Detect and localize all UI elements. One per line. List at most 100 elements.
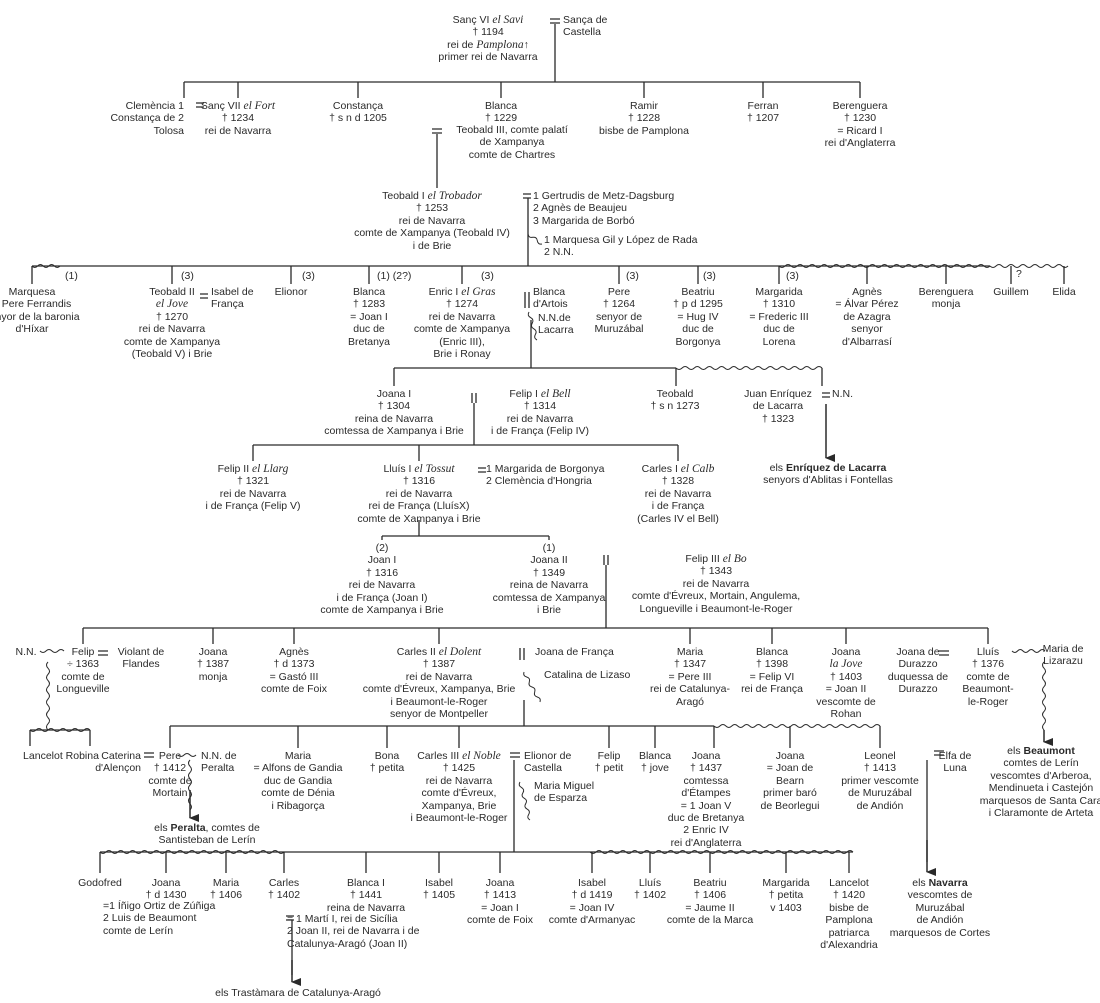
marriage-pere-caterina (144, 752, 154, 758)
text-line: comte d'Évreux, (421, 787, 497, 800)
illegitimate-line (1042, 661, 1046, 731)
text-line: Isabel (577, 877, 607, 889)
text-line: Caterina (101, 750, 141, 762)
text-line: Rohan (830, 708, 862, 721)
text-line: rei d'Anglaterra (824, 137, 896, 150)
text-line: Catalunya-Aragó (Joan II) (287, 937, 408, 950)
text-line: Teobald (656, 388, 694, 400)
text-line: Blanca (755, 646, 789, 658)
text-line: † 1402 (633, 889, 667, 902)
text-line: = 1 Joan V (680, 799, 732, 812)
marriage-joana1-felip1 (471, 393, 477, 403)
text-line: v 1403 (770, 901, 802, 914)
text-line: Castella (524, 762, 562, 775)
person-lluis1402: Lluís† 1402 (634, 877, 666, 902)
text-line: duc de (353, 323, 385, 336)
person-nn-felip: N.N. (16, 646, 37, 658)
text-line: Beaumont- (962, 683, 1014, 696)
text-line: el Jove (155, 298, 189, 311)
marker-guillem: ? (1016, 268, 1022, 280)
text-line: comte de Dénia (261, 787, 335, 800)
marriage-sanc6-sanca (550, 18, 560, 24)
text-line: † 1304 (377, 400, 411, 413)
text-line: † 1229 (484, 112, 518, 125)
text-line: comte de (61, 670, 105, 683)
text-line: Pamplona (825, 914, 873, 927)
text-line: Joana (691, 750, 721, 762)
text-line: † 1402 (267, 889, 301, 902)
text-line: Beatriu (693, 877, 727, 889)
text-line: rei de Navarra (398, 214, 466, 227)
text-line: 3 Margarida de Borbó (533, 214, 635, 227)
text-line: d'Híxar (15, 323, 49, 336)
illegitimate-line (188, 759, 192, 811)
illegitimate-line (778, 264, 991, 268)
text-line: senyor (851, 323, 883, 336)
person-maria1406: Maria† 1406 (210, 877, 242, 902)
illegitimate-lines (29, 233, 1069, 854)
marker-pere1264: (3) (626, 270, 639, 282)
text-line: senyors d'Ablitas i Fontellas (763, 474, 893, 487)
text-line: † 1420 (832, 889, 866, 902)
text-line: rei de Catalunya- (650, 683, 730, 696)
text-line: Bretanya (347, 335, 391, 348)
text-line: d'Artois (533, 298, 568, 311)
text-line: Elida (1052, 286, 1076, 298)
text-line: Tolosa (153, 124, 184, 137)
text-line: N.N. (15, 646, 37, 658)
text-line: = Jaume II (685, 901, 735, 914)
text-line: † d 1430 (145, 889, 187, 902)
text-line: senyor de (595, 310, 643, 323)
text-line: Carles (268, 877, 300, 889)
text-line: = Joan I (350, 310, 388, 323)
text-line: † 1349 (532, 566, 566, 579)
text-line: França (211, 298, 244, 311)
text-line: de Esparza (534, 792, 588, 805)
text-line: † 1406 (209, 889, 243, 902)
text-line: Enric I el Gras (428, 286, 496, 298)
person-catalina-lizaso: Catalina de Lizaso (544, 669, 630, 681)
text-line: comte de Xampanya (Teobald IV) (354, 227, 510, 240)
illegitimate-line (518, 781, 531, 821)
marriage-enric1-blanca (524, 292, 530, 308)
text-line: Lluís (638, 877, 662, 889)
text-line: = Gastó III (269, 670, 319, 683)
text-line: † 1207 (746, 112, 780, 125)
text-line: Lancelot Robina (23, 750, 99, 762)
text-line: monja (931, 298, 961, 311)
text-line: (Enric III), (439, 335, 485, 348)
text-line: † 1316 (402, 475, 436, 488)
text-line: 1 Marquesa Gil y López de Rada (544, 234, 698, 246)
text-line: reina de Navarra (326, 901, 406, 914)
text-line: † s n d 1205 (329, 112, 387, 125)
text-line: comte d'Armanyac (548, 914, 636, 927)
text-line: Violant de (117, 646, 165, 658)
illegitimate-line (177, 753, 197, 757)
text-line: i de França (Felip IV) (490, 425, 590, 438)
person-marquesa: Marquesa= Pere Ferrandissenyor de la bar… (0, 286, 80, 336)
person-nn2: N.N. (832, 388, 853, 400)
text-line: Bearn (775, 774, 805, 787)
text-line: rei de Navarra (644, 487, 712, 500)
text-line: Luna (943, 762, 967, 775)
marker-teobald2: (3) (181, 270, 194, 282)
text-line: † 1398 (755, 658, 789, 671)
text-line: i Beaumont-le-Roger (410, 812, 508, 825)
person-blanca1229: Blanca† 1229 (485, 100, 517, 125)
text-line: patriarca (828, 926, 870, 939)
text-line: Juan Enríquez (744, 388, 812, 400)
